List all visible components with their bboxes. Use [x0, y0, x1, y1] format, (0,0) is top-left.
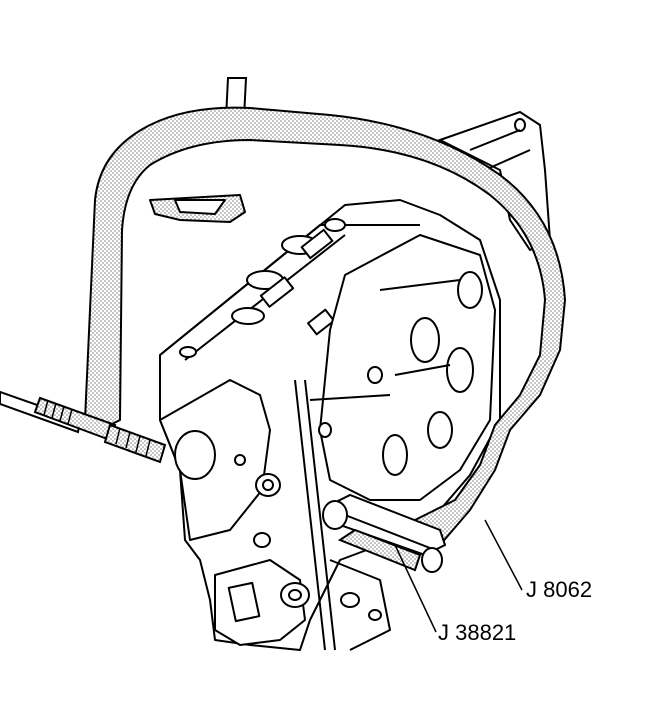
cylinder-head — [159, 199, 501, 651]
clamp-screw — [0, 390, 167, 464]
leader-line-clamp — [484, 519, 523, 591]
callout-clamp-tool: J 8062 — [526, 577, 593, 602]
adapter-tool — [322, 493, 447, 573]
leader-line-adapter — [394, 544, 437, 633]
clamp-tool-frame — [84, 106, 566, 546]
leader-lines — [394, 519, 523, 633]
callout-adapter-tool: J 38821 — [438, 620, 517, 645]
